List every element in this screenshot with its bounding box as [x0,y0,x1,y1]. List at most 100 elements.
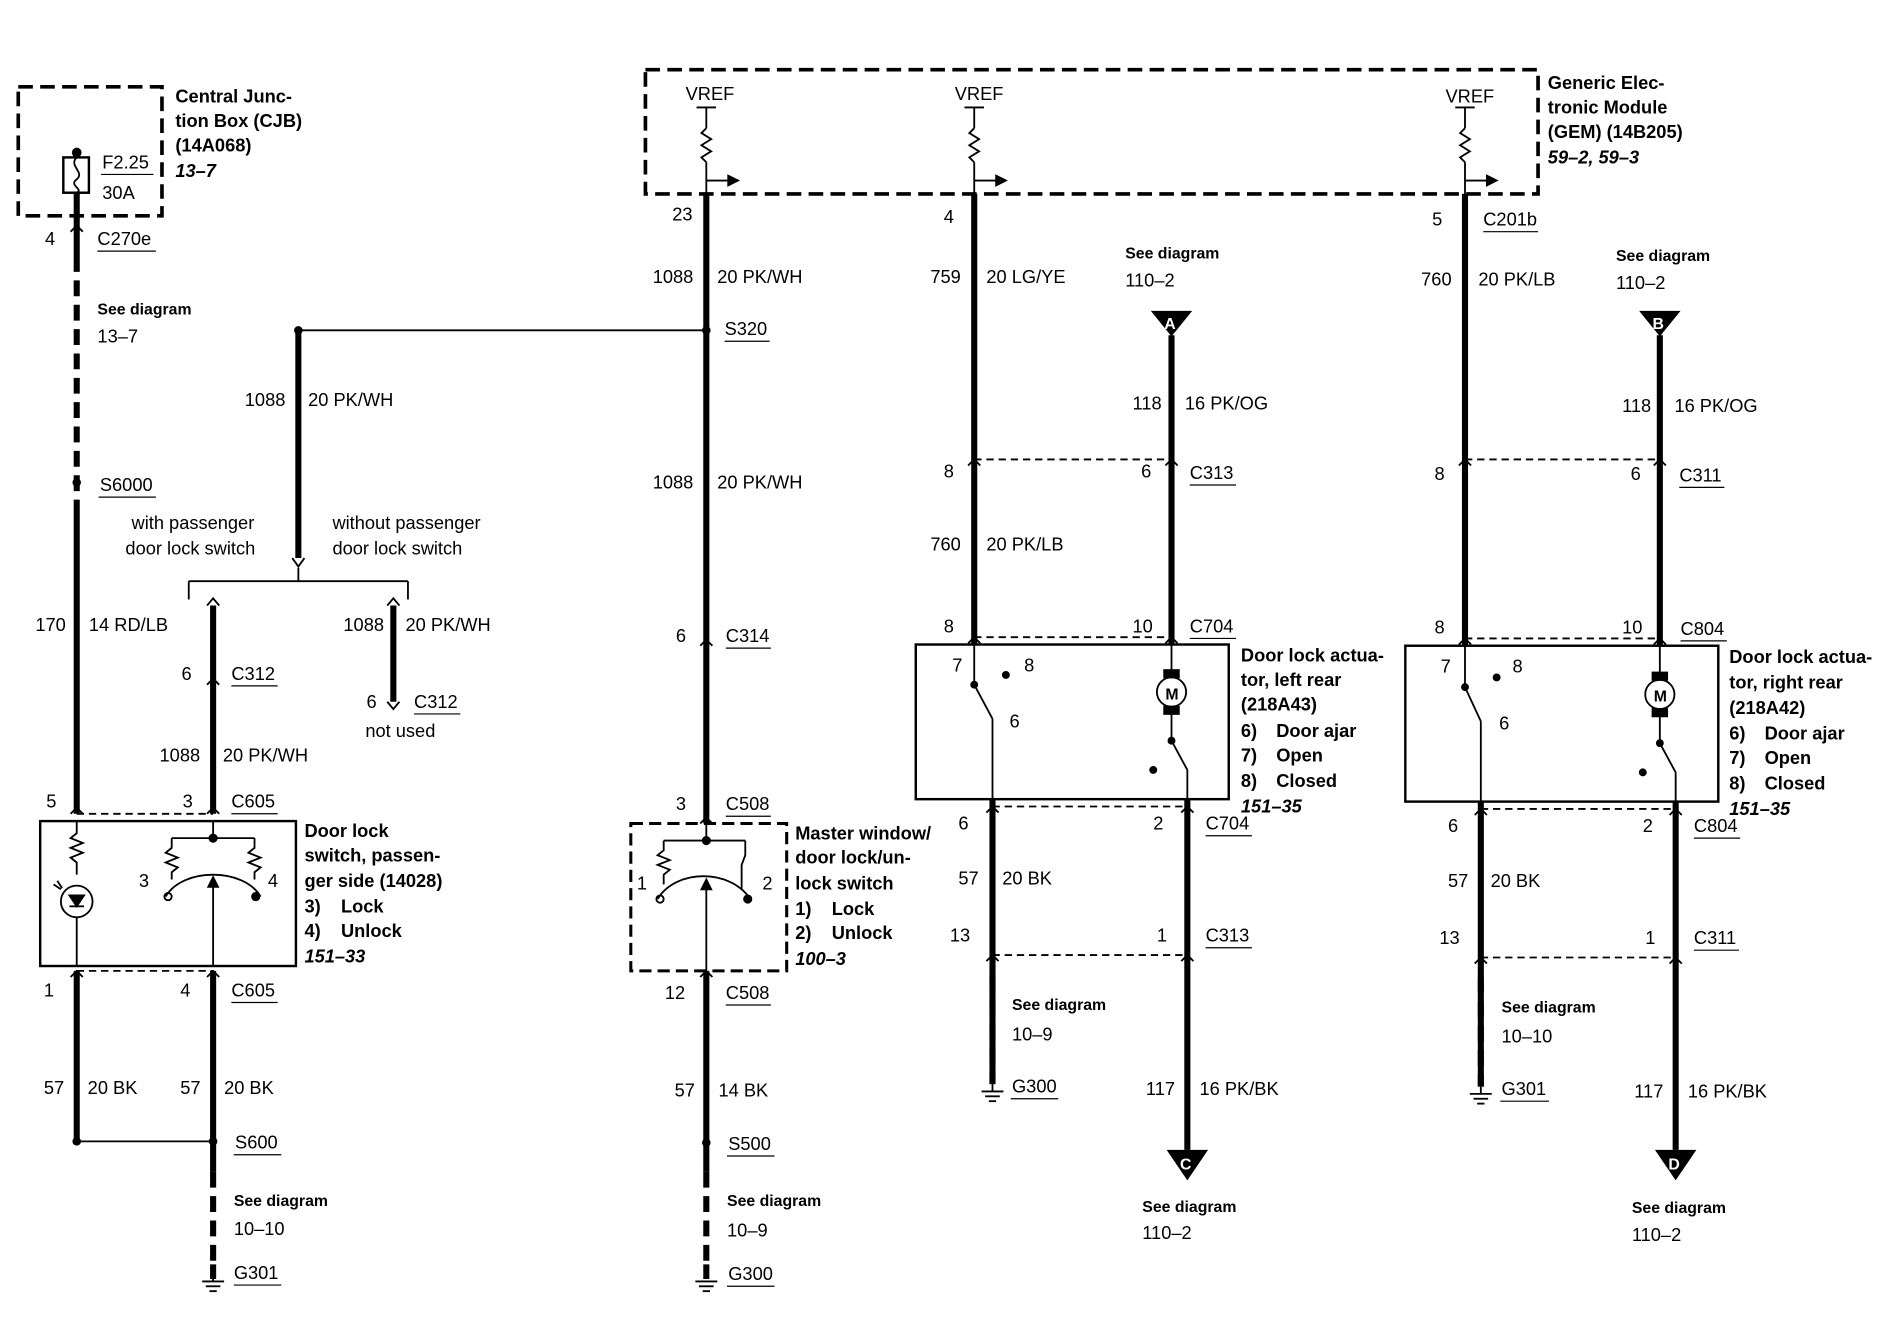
vref-label-3: VREF [1446,86,1495,107]
option-with-2: door lock switch [125,537,255,558]
marker-b-icon: B [1639,310,1681,337]
splice-s500: S500 [728,1133,771,1154]
pin-label: 3 [139,870,149,891]
wires-actuator-left [971,193,1191,1150]
wire-label: 20 PK/WH [406,614,491,635]
pin-label: 6 [181,663,191,684]
circuit-label: 760 [1421,268,1451,289]
motor-right-label: M [1654,689,1667,706]
pin-label: 1 [637,872,647,893]
ground-g301: G301 [234,1262,279,1283]
see-diagram-label: See diagram [1125,245,1219,262]
pin-label: 1 [44,979,54,1000]
ref-label: 13–7 [97,326,138,347]
pin-label: 6 [1448,815,1458,836]
pin-label: 8 [1435,617,1445,638]
actuator-left-ref: 151–35 [1241,796,1303,817]
circuit-label: 1088 [245,389,286,410]
option-without-2: door lock switch [332,537,462,558]
actuator-right-title-3: (218A42) [1729,697,1805,718]
door-switch-item-label: Unlock [341,920,403,941]
fuse-id: F2.25 [102,151,149,172]
door-switch-title-2: switch, passen- [304,844,440,865]
circuit-label: 118 [1133,392,1162,413]
option-without-1: without passenger [331,512,480,533]
pin-label: 6 [958,813,968,834]
connector-c804: C804 [1694,815,1738,836]
wire-label: 20 PK/LB [986,534,1063,555]
svg-text:D: D [1668,1156,1679,1173]
vref-label-2: VREF [955,83,1004,104]
actuator-left-item-num: 7) [1241,744,1257,765]
ref-label: 10–10 [1502,1026,1553,1047]
circuit-label: 759 [930,266,960,287]
actuator-left-item-num: 6) [1241,720,1257,741]
pin-label: 7 [1441,656,1451,677]
connector-chevrons [69,224,1683,978]
master-switch-item-label: Lock [832,898,875,919]
pin-label: 8 [1435,463,1445,484]
ground-g301: G301 [1502,1078,1547,1099]
wire-label: 20 PK/LB [1478,268,1555,289]
ref-label: 10–9 [1012,1023,1053,1044]
wire-label: 20 LG/YE [986,266,1065,287]
wire-label: 20 BK [1491,870,1541,891]
actuator-right-item-label: Closed [1765,772,1826,793]
vref-label-1: VREF [686,83,735,104]
marker-c-icon: C [1166,1149,1209,1181]
actuator-left-item-label: Closed [1276,770,1337,791]
actuator-left-item-label: Open [1276,744,1323,765]
svg-text:A: A [1164,316,1176,333]
gem-box [643,67,1540,196]
master-switch-title-2: door lock/un- [795,847,911,868]
circuit-label: 57 [1448,870,1468,891]
actuator-left-title-3: (218A43) [1241,693,1317,714]
wire-label: 14 BK [718,1079,768,1100]
door-switch-item-num: 3) [304,895,320,916]
pin-label: 8 [1512,656,1522,677]
pin-label: 8 [944,615,954,636]
wire-label: 16 PK/BK [1200,1078,1279,1099]
master-switch-item-num: 2) [795,922,811,943]
circuit-label: 57 [675,1079,695,1100]
ground-g300: G300 [1012,1076,1057,1097]
wire-label: 20 PK/WH [717,266,802,287]
wire-label: 20 BK [224,1077,274,1098]
door-switch-title-1: Door lock [304,820,389,841]
door-switch-title-3: ger side (14028) [304,870,442,891]
door-lock-switch-box [38,819,298,968]
see-diagram-label: See diagram [234,1193,328,1210]
door-switch-internals [53,821,264,967]
pin-label: 6 [1010,710,1020,731]
vref-pullups [696,106,1499,194]
circuit-label: 760 [930,534,960,555]
connector-c270e: C270e [97,228,151,249]
master-switch-ref: 100–3 [795,948,846,969]
see-diagram-label: See diagram [1502,999,1596,1016]
see-diagram-label: See diagram [1616,248,1710,265]
pin-label: 3 [676,793,686,814]
connector-c508: C508 [726,793,770,814]
ground-icons [202,1084,1492,1293]
circuit-label: 1088 [160,744,201,765]
ref-label: 110–2 [1632,1224,1681,1245]
pin-label: 10 [1622,617,1642,638]
see-diagram-label: See diagram [1632,1200,1726,1217]
wire-label: 20 PK/WH [223,744,308,765]
option-with-1: with passenger [131,512,255,533]
wires-actuator-right [1461,193,1679,1150]
pin-label: 1 [1645,927,1655,948]
actuator-right-ref: 151–35 [1729,798,1791,819]
wire-label: 20 PK/WH [717,472,802,493]
ground-g300: G300 [728,1263,773,1284]
pin-label: 8 [1024,654,1034,675]
ref-label: 110–2 [1142,1222,1191,1243]
gem-title-3: (GEM) (14B205) [1548,121,1683,142]
connector-c312: C312 [414,691,458,712]
splice-s600: S600 [235,1132,278,1153]
actuator-right-internals [1461,645,1677,802]
pin-label: 23 [672,204,692,225]
connector-c312: C312 [231,663,275,684]
cjb-title-1: Central Junc- [175,86,292,107]
pin-label: 8 [944,461,954,482]
